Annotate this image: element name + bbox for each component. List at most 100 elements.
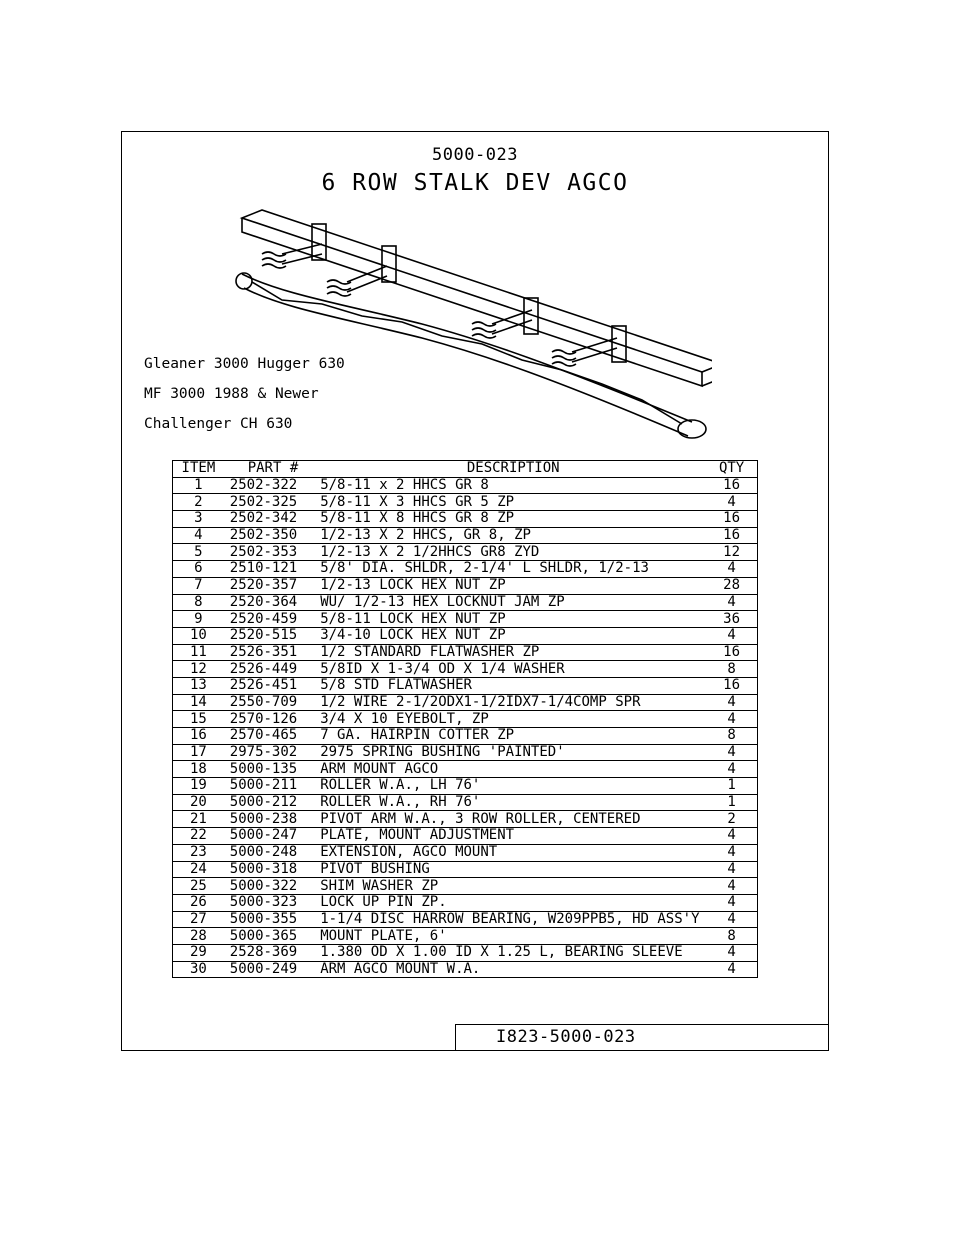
description-cell: ROLLER W.A., LH 76' bbox=[316, 777, 707, 795]
qty-cell: 1 bbox=[706, 793, 758, 812]
item-cell: 17 bbox=[172, 743, 224, 762]
description-cell: PIVOT BUSHING bbox=[316, 860, 707, 879]
qty-cell: 28 bbox=[706, 576, 758, 595]
item-cell: 20 bbox=[172, 793, 224, 812]
description-cell: 2975 SPRING BUSHING 'PAINTED' bbox=[316, 743, 707, 762]
item-cell: 13 bbox=[172, 676, 224, 695]
part-cell: 5000-355 bbox=[223, 910, 317, 929]
description-cell: 5/8 STD FLATWASHER bbox=[316, 676, 707, 695]
qty-cell: 4 bbox=[706, 493, 758, 512]
description-cell: 5/8-11 X 8 HHCS GR 8 ZP bbox=[316, 510, 707, 528]
qty-cell: 16 bbox=[706, 476, 758, 495]
col-qty: QTY bbox=[706, 460, 758, 478]
qty-cell: 16 bbox=[706, 643, 758, 662]
qty-cell: 12 bbox=[706, 543, 758, 562]
part-cell: 2528-369 bbox=[223, 943, 317, 962]
item-cell: 24 bbox=[172, 860, 224, 879]
description-cell: PIVOT ARM W.A., 3 ROW ROLLER, CENTERED bbox=[316, 810, 707, 829]
description-cell: 1-1/4 DISC HARROW BEARING, W209PPB5, HD … bbox=[316, 910, 707, 929]
description-cell: EXTENSION, AGCO MOUNT bbox=[316, 843, 707, 862]
part-cell: 2502-322 bbox=[223, 476, 317, 495]
application-list: Gleaner 3000 Hugger 630 MF 3000 1988 & N… bbox=[144, 354, 345, 444]
part-number: 5000-023 bbox=[432, 145, 518, 165]
item-cell: 19 bbox=[172, 777, 224, 795]
description-cell: ARM AGCO MOUNT W.A. bbox=[316, 960, 707, 979]
description-cell: 3/4-10 LOCK HEX NUT ZP bbox=[316, 626, 707, 645]
col-description: DESCRIPTION bbox=[316, 460, 707, 478]
description-cell: 5/8-11 x 2 HHCS GR 8 bbox=[316, 476, 707, 495]
item-cell: 10 bbox=[172, 626, 224, 645]
description-cell: 1/2 WIRE 2-1/2ODX1-1/2IDX7-1/4COMP SPR bbox=[316, 693, 707, 712]
description-cell: MOUNT PLATE, 6' bbox=[316, 927, 707, 945]
qty-cell: 2 bbox=[706, 810, 758, 829]
description-cell: ARM MOUNT AGCO bbox=[316, 760, 707, 779]
part-cell: 2502-353 bbox=[223, 543, 317, 562]
drawing-sheet: 5000-023 6 ROW STALK DEV AGCO bbox=[121, 131, 829, 1051]
part-cell: 2502-350 bbox=[223, 526, 317, 545]
part-cell: 2570-126 bbox=[223, 710, 317, 728]
qty-cell: 8 bbox=[706, 927, 758, 945]
qty-cell: 16 bbox=[706, 676, 758, 695]
item-cell: 27 bbox=[172, 910, 224, 929]
qty-cell: 1 bbox=[706, 777, 758, 795]
part-cell: 2526-451 bbox=[223, 676, 317, 695]
item-cell: 15 bbox=[172, 710, 224, 728]
item-cell: 11 bbox=[172, 643, 224, 662]
item-cell: 6 bbox=[172, 560, 224, 578]
qty-cell: 8 bbox=[706, 727, 758, 745]
col-item: ITEM bbox=[172, 460, 224, 478]
qty-cell: 4 bbox=[706, 593, 758, 612]
part-cell: 2550-709 bbox=[223, 693, 317, 712]
part-cell: 5000-318 bbox=[223, 860, 317, 879]
description-cell: 5/8' DIA. SHLDR, 2-1/4' L SHLDR, 1/2-13 bbox=[316, 560, 707, 578]
description-cell: 5/8-11 LOCK HEX NUT ZP bbox=[316, 610, 707, 628]
item-cell: 18 bbox=[172, 760, 224, 779]
qty-cell: 36 bbox=[706, 610, 758, 628]
description-cell: 1/2-13 X 2 1/2HHCS GR8 ZYD bbox=[316, 543, 707, 562]
description-cell: 1/2-13 X 2 HHCS, GR 8, ZP bbox=[316, 526, 707, 545]
part-cell: 5000-248 bbox=[223, 843, 317, 862]
description-cell: WU/ 1/2-13 HEX LOCKNUT JAM ZP bbox=[316, 593, 707, 612]
part-cell: 2526-351 bbox=[223, 643, 317, 662]
part-cell: 5000-212 bbox=[223, 793, 317, 812]
item-cell: 29 bbox=[172, 943, 224, 962]
description-cell: SHIM WASHER ZP bbox=[316, 877, 707, 895]
application-item: Gleaner 3000 Hugger 630 bbox=[144, 356, 345, 372]
part-cell: 2502-342 bbox=[223, 510, 317, 528]
qty-cell: 4 bbox=[706, 960, 758, 979]
drawing-title: 6 ROW STALK DEV AGCO bbox=[321, 170, 629, 196]
item-cell: 30 bbox=[172, 960, 224, 979]
description-cell: ROLLER W.A., RH 76' bbox=[316, 793, 707, 812]
bom-header-row: ITEM PART # DESCRIPTION QTY bbox=[172, 460, 758, 478]
application-item: MF 3000 1988 & Newer bbox=[144, 386, 319, 402]
item-cell: 9 bbox=[172, 610, 224, 628]
item-cell: 5 bbox=[172, 543, 224, 562]
qty-cell: 4 bbox=[706, 710, 758, 728]
description-cell: 1.380 OD X 1.00 ID X 1.25 L, BEARING SLE… bbox=[316, 943, 707, 962]
part-cell: 2975-302 bbox=[223, 743, 317, 762]
part-cell: 2502-325 bbox=[223, 493, 317, 512]
item-cell: 21 bbox=[172, 810, 224, 829]
description-cell: 3/4 X 10 EYEBOLT, ZP bbox=[316, 710, 707, 728]
